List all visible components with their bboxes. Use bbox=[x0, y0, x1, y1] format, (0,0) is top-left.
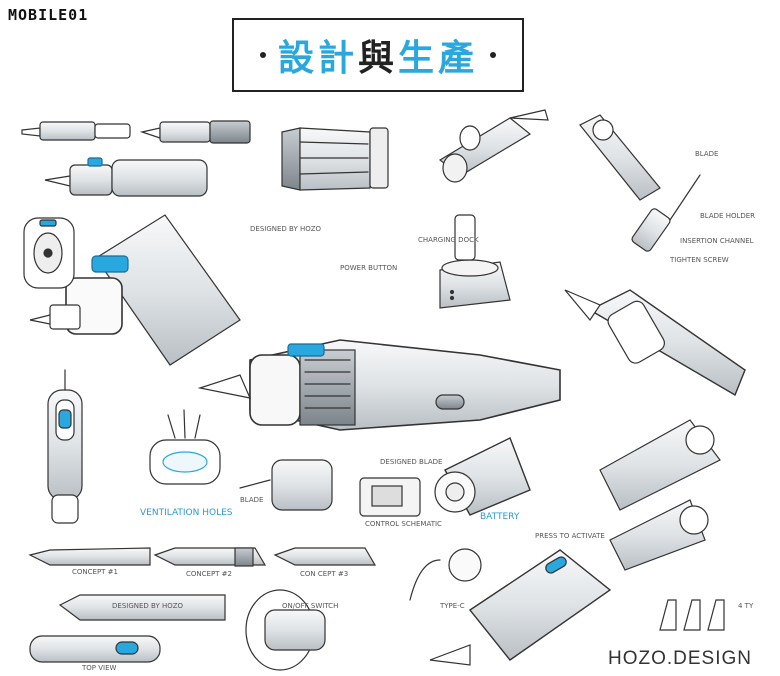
sketch-charging-dock bbox=[439, 214, 511, 309]
sketch-pen-right-lower-1 bbox=[599, 419, 721, 511]
title-text: 設計與生產 bbox=[278, 29, 478, 81]
sketch-blade-piece bbox=[239, 459, 333, 511]
sketch-pen-topright-rotated bbox=[579, 114, 701, 252]
label-type-c: TYPE-C bbox=[440, 602, 465, 610]
sketch-pen-battery bbox=[434, 437, 531, 516]
sketch-type-c bbox=[409, 548, 482, 601]
page-title: 設計與生產 bbox=[232, 18, 524, 92]
label-insertion-channel: INSERTION CHANNEL bbox=[680, 237, 754, 245]
label-concept-3: CON CEPT #3 bbox=[300, 570, 349, 578]
label-designed-by-hozo-2: DESIGNED BY HOZO bbox=[112, 602, 184, 610]
sketch-pen-angled-top bbox=[438, 109, 549, 183]
label-top-view: TOP VIEW bbox=[82, 664, 117, 672]
mobile01-logo[interactable]: MOBILE01 bbox=[8, 6, 89, 24]
label-blade-holder: BLADE HOLDER bbox=[700, 212, 756, 220]
title-left-dot bbox=[259, 52, 266, 58]
label-ventilation-holes: VENTILATION HOLES bbox=[140, 508, 233, 518]
sketch-pen-activate bbox=[429, 549, 612, 666]
sketch-round-button bbox=[23, 217, 75, 289]
sketch-pen-main-center bbox=[197, 339, 561, 431]
label-power-button: POWER BUTTON bbox=[340, 264, 398, 272]
title-right-dot bbox=[490, 52, 497, 58]
label-blade-small: BLADE bbox=[240, 496, 264, 504]
title-part2: 與 bbox=[357, 38, 398, 79]
label-control-schematic: CONTROL SCHEMATIC bbox=[365, 520, 442, 528]
label-tighten-screw: TIGHTEN SCREW bbox=[670, 256, 729, 264]
sketch-blade-silhouettes bbox=[659, 599, 725, 631]
sketch-pen-vertical bbox=[47, 369, 83, 524]
label-designed-blade: DESIGNED BLADE bbox=[380, 458, 443, 466]
label-battery: BATTERY bbox=[480, 512, 520, 522]
sketch-control-board bbox=[359, 477, 421, 517]
sketch-pen-big-left bbox=[29, 214, 241, 366]
label-concept-1: CONCEPT #1 bbox=[72, 568, 118, 576]
sketch-hex-head bbox=[281, 127, 389, 191]
sketch-pen-right-lower-2 bbox=[609, 499, 709, 571]
sketch-concept-2 bbox=[153, 547, 267, 567]
title-part3: 生產 bbox=[398, 38, 479, 79]
sketch-pen-topleft-2 bbox=[139, 120, 251, 144]
sketch-pen-right-diagonal bbox=[564, 289, 746, 397]
label-concept-2: CONCEPT #2 bbox=[186, 570, 232, 578]
title-part1: 設計 bbox=[277, 38, 358, 79]
sketch-concept-3 bbox=[273, 547, 377, 566]
label-charging-dock: CHARGING DOCK bbox=[418, 236, 479, 244]
sketch-designed-pen bbox=[58, 594, 226, 621]
label-designed-by-hozo-1: DESIGNED BY HOZO bbox=[250, 225, 322, 233]
label-blade: BLADE bbox=[695, 150, 719, 158]
sketch-pen-topleft-1 bbox=[21, 121, 131, 141]
sketch-ventilation-holes bbox=[149, 409, 221, 485]
sketch-top-view-pen bbox=[29, 635, 161, 663]
sketch-pen-topleft-3 bbox=[44, 157, 208, 197]
label-press-to-activate: PRESS TO ACTIVATE bbox=[535, 532, 605, 540]
label-signature: 4 TY bbox=[738, 602, 754, 610]
sketch-concept-1 bbox=[28, 547, 151, 566]
hozo-design-brand: HOZO.DESIGN bbox=[608, 648, 753, 669]
label-on-off-switch: ON/OFF SWITCH bbox=[282, 602, 339, 610]
sketch-on-off-switch bbox=[245, 589, 326, 671]
